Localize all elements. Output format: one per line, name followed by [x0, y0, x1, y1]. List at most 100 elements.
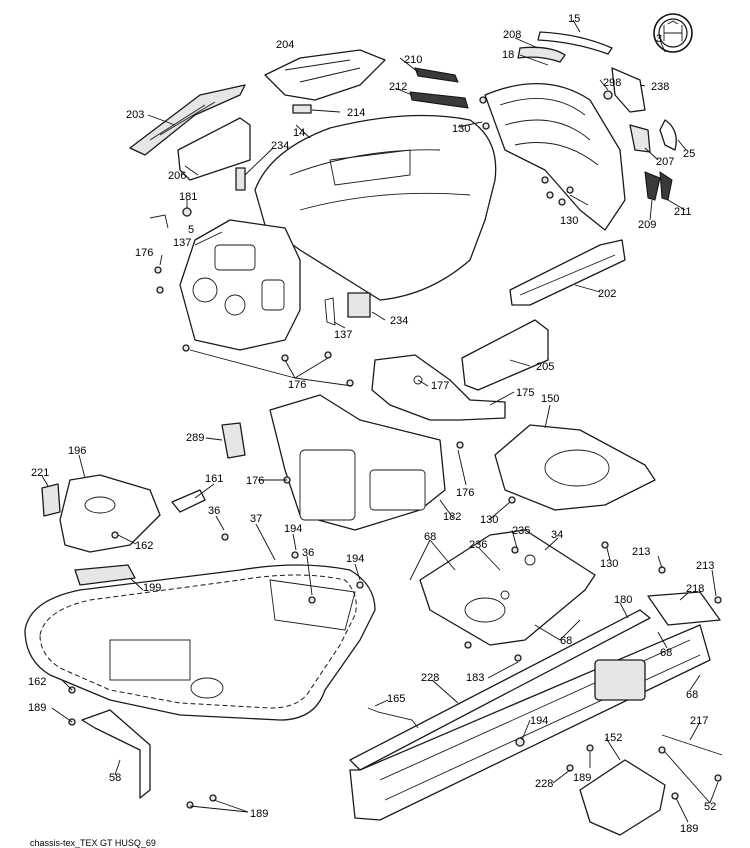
callout-204: 204: [276, 39, 294, 51]
callout-194-b: 194: [346, 553, 364, 565]
callout-176-a: 176: [135, 247, 153, 259]
callout-207: 207: [656, 156, 674, 168]
clip-214: [292, 104, 312, 114]
callout-234-a: 234: [271, 140, 289, 152]
callout-labels: 15 3 204 208 210 18 298 238 212 203 214 …: [28, 13, 716, 835]
callout-196: 196: [68, 445, 86, 457]
callout-176-c: 176: [246, 475, 264, 487]
callout-202: 202: [598, 288, 616, 300]
callout-189-a: 189: [28, 702, 46, 714]
callout-238: 238: [651, 81, 669, 93]
bracket-175: [371, 354, 506, 421]
cross-bracket-218: [647, 591, 721, 626]
rod-165: [367, 707, 419, 729]
side-panel-238: [611, 67, 646, 113]
callout-234-b: 234: [390, 315, 408, 327]
callout-203: 203: [126, 109, 144, 121]
callout-34: 34: [551, 529, 563, 541]
grille-209: [644, 171, 661, 201]
callout-3: 3: [656, 33, 662, 45]
callout-14: 14: [293, 127, 305, 139]
part-25: [659, 119, 677, 151]
hood-top-204: [264, 49, 386, 101]
callout-183: 183: [466, 672, 484, 684]
callout-37: 37: [250, 513, 262, 525]
part-161: [171, 489, 206, 513]
callout-212: 212: [389, 81, 407, 93]
callout-189-b: 189: [573, 772, 591, 784]
front-nose-18: [484, 82, 626, 231]
callout-52: 52: [704, 801, 716, 813]
callout-205: 205: [536, 361, 554, 373]
callout-5: 5: [188, 224, 194, 236]
callout-217: 217: [690, 715, 708, 727]
callout-228-b: 228: [535, 778, 553, 790]
callout-177: 177: [431, 380, 449, 392]
bracket-58: [81, 709, 151, 799]
callout-162-a: 162: [135, 540, 153, 552]
callout-68-c: 68: [660, 647, 672, 659]
callout-213-a: 213: [632, 546, 650, 558]
callout-130-a: 130: [452, 123, 470, 135]
rear-cover-196: [59, 474, 161, 553]
callout-137-b: 137: [334, 329, 352, 341]
callout-68-b: 68: [560, 635, 572, 647]
callout-235: 235: [512, 525, 530, 537]
callout-214: 214: [347, 107, 365, 119]
callout-165: 165: [387, 693, 405, 705]
callout-236: 236: [469, 539, 487, 551]
callout-175: 175: [516, 387, 534, 399]
frame-180: [349, 609, 651, 771]
callout-137-a: 137: [173, 237, 191, 249]
callout-189-c: 189: [680, 823, 698, 835]
brand-logo: [653, 13, 693, 53]
callout-181: 181: [179, 191, 197, 203]
leader-lines: [41, 19, 719, 823]
footrest-deck-37: [24, 564, 376, 721]
callout-130-d: 130: [600, 558, 618, 570]
hardware: [68, 96, 722, 809]
callout-199: 199: [143, 582, 161, 594]
trim-strip-15: [537, 31, 613, 55]
diagram-footer-code: chassis-tex_TEX GT HUSQ_69: [30, 838, 156, 848]
callout-130-c: 130: [480, 514, 498, 526]
front-bumper-202: [509, 239, 626, 306]
callout-289: 289: [186, 432, 204, 444]
headlight-housing-206: [177, 117, 251, 181]
part-208: [517, 46, 566, 63]
grille-211: [659, 171, 673, 201]
bracket-137a: [149, 214, 169, 229]
callout-68-a: 68: [424, 531, 436, 543]
callout-180: 180: [614, 594, 632, 606]
rod-217: [661, 734, 723, 756]
callout-176-b: 176: [288, 379, 306, 391]
callout-161: 161: [205, 473, 223, 485]
callout-213-b: 213: [696, 560, 714, 572]
headlight-lens-203: [129, 84, 246, 156]
dashboard-5: [179, 219, 301, 351]
callout-218: 218: [686, 583, 704, 595]
callout-68-d: 68: [686, 689, 698, 701]
decal-221: [41, 483, 61, 517]
callout-206: 206: [168, 170, 186, 182]
callout-18: 18: [502, 49, 514, 61]
callout-58: 58: [109, 772, 121, 784]
callout-150: 150: [541, 393, 559, 405]
callout-221: 221: [31, 467, 49, 479]
mounting-plate-34: [419, 529, 596, 646]
main-hood-14: [254, 114, 497, 301]
part-289: [221, 422, 246, 459]
callout-209: 209: [638, 219, 656, 231]
callout-210: 210: [404, 54, 422, 66]
grille-212: [409, 91, 469, 109]
decal-234-bottom: [347, 292, 371, 318]
callout-36-a: 36: [208, 505, 220, 517]
grille-210: [414, 67, 459, 83]
callout-15: 15: [568, 13, 580, 25]
callout-152: 152: [604, 732, 622, 744]
callout-298: 298: [603, 77, 621, 89]
callout-211: 211: [674, 206, 692, 218]
part-205: [461, 319, 549, 391]
part-207: [629, 124, 651, 153]
